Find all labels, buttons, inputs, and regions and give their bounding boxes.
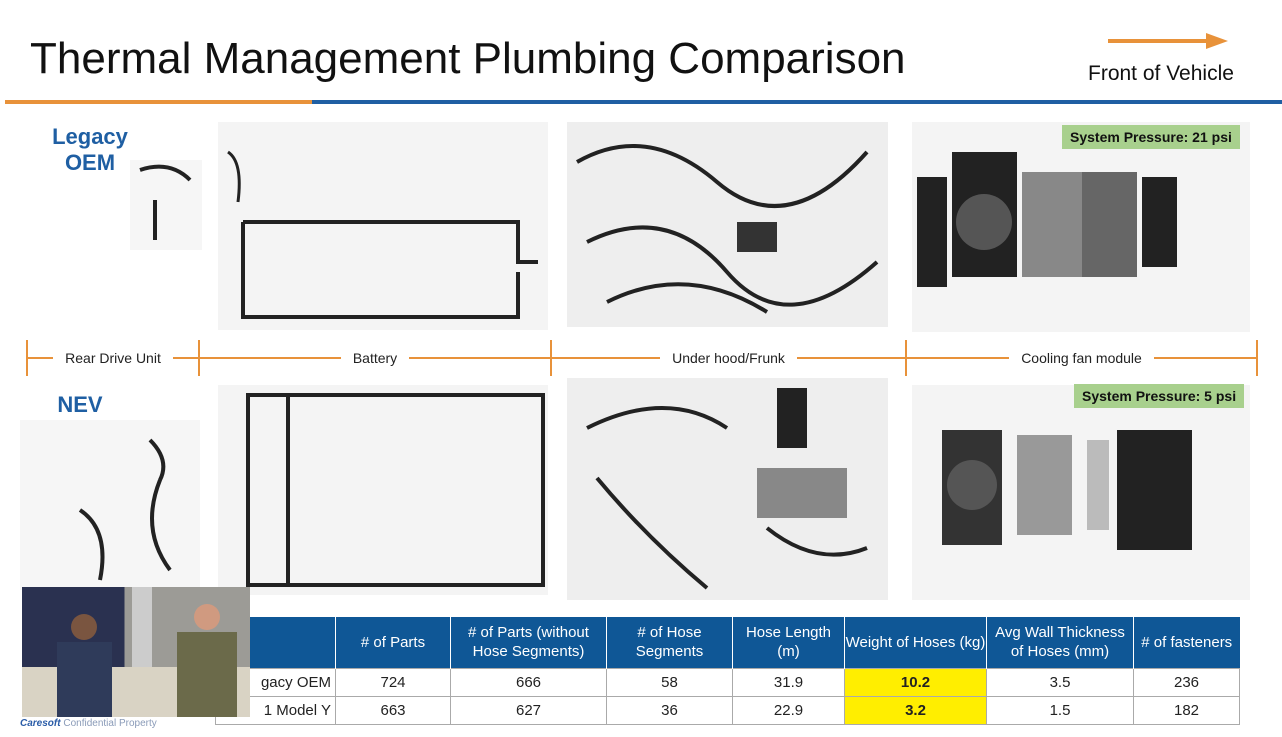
col-header-parts-no-hose: # of Parts (without Hose Segments) — [450, 617, 607, 668]
table-cell: 3.5 — [986, 667, 1134, 697]
table-cell: 666 — [450, 667, 607, 697]
nev-pressure-badge: System Pressure: 5 psi — [1074, 384, 1245, 408]
table-cell: 58 — [606, 667, 733, 697]
table-cell: 22.9 — [732, 695, 845, 725]
table-cell: 3.2 — [844, 695, 987, 725]
col-header-fasteners: # of fasteners — [1133, 617, 1240, 668]
front-of-vehicle-label: Front of Vehicle — [1088, 62, 1234, 85]
nev-rear-drive-photo — [20, 420, 200, 590]
legacy-cooling-fan-photo — [912, 122, 1250, 332]
section-battery: Battery — [352, 350, 398, 366]
divider-blue — [312, 100, 1282, 104]
col-header-hose-length: Hose Length (m) — [732, 617, 845, 668]
table-cell: 236 — [1133, 667, 1240, 697]
legacy-pressure-badge: System Pressure: 21 psi — [1062, 125, 1240, 149]
section-cooling-fan: Cooling fan module — [1021, 350, 1142, 366]
col-header-hose-weight: Weight of Hoses (kg) — [844, 617, 987, 668]
col-header-hose-segments: # of Hose Segments — [606, 617, 733, 668]
video-overlay[interactable] — [22, 587, 250, 717]
legacy-rear-drive-photo — [130, 160, 202, 250]
section-underhood: Under hood/Frunk — [672, 350, 785, 366]
table-cell: 663 — [335, 695, 451, 725]
table-cell: 36 — [606, 695, 733, 725]
table-cell: 724 — [335, 667, 451, 697]
nev-underhood-photo — [567, 378, 888, 600]
page-title: Thermal Management Plumbing Comparison — [30, 34, 906, 83]
legacy-battery-photo — [218, 122, 548, 330]
comparison-table: # of Parts # of Parts (without Hose Segm… — [215, 617, 1240, 725]
table-cell: 627 — [450, 695, 607, 725]
legacy-oem-label: Legacy OEM — [52, 124, 128, 175]
divider-orange — [5, 100, 312, 104]
table-header-row: # of Parts # of Parts (without Hose Segm… — [215, 617, 1240, 668]
table-cell: 182 — [1133, 695, 1240, 725]
col-header-wall-thickness: Avg Wall Thickness of Hoses (mm) — [986, 617, 1134, 668]
table-cell: 1.5 — [986, 695, 1134, 725]
nev-label: NEV — [57, 392, 103, 417]
watermark: Caresoft Confidential Property — [20, 718, 157, 729]
legacy-underhood-photo — [567, 122, 888, 327]
table-cell: 10.2 — [844, 667, 987, 697]
nev-battery-photo — [218, 385, 548, 595]
section-rear-drive-unit: Rear Drive Unit — [65, 350, 161, 366]
front-arrow-icon — [1108, 33, 1228, 49]
col-header-parts: # of Parts — [335, 617, 451, 668]
table-cell: 31.9 — [732, 667, 845, 697]
nev-cooling-fan-photo — [912, 385, 1250, 600]
